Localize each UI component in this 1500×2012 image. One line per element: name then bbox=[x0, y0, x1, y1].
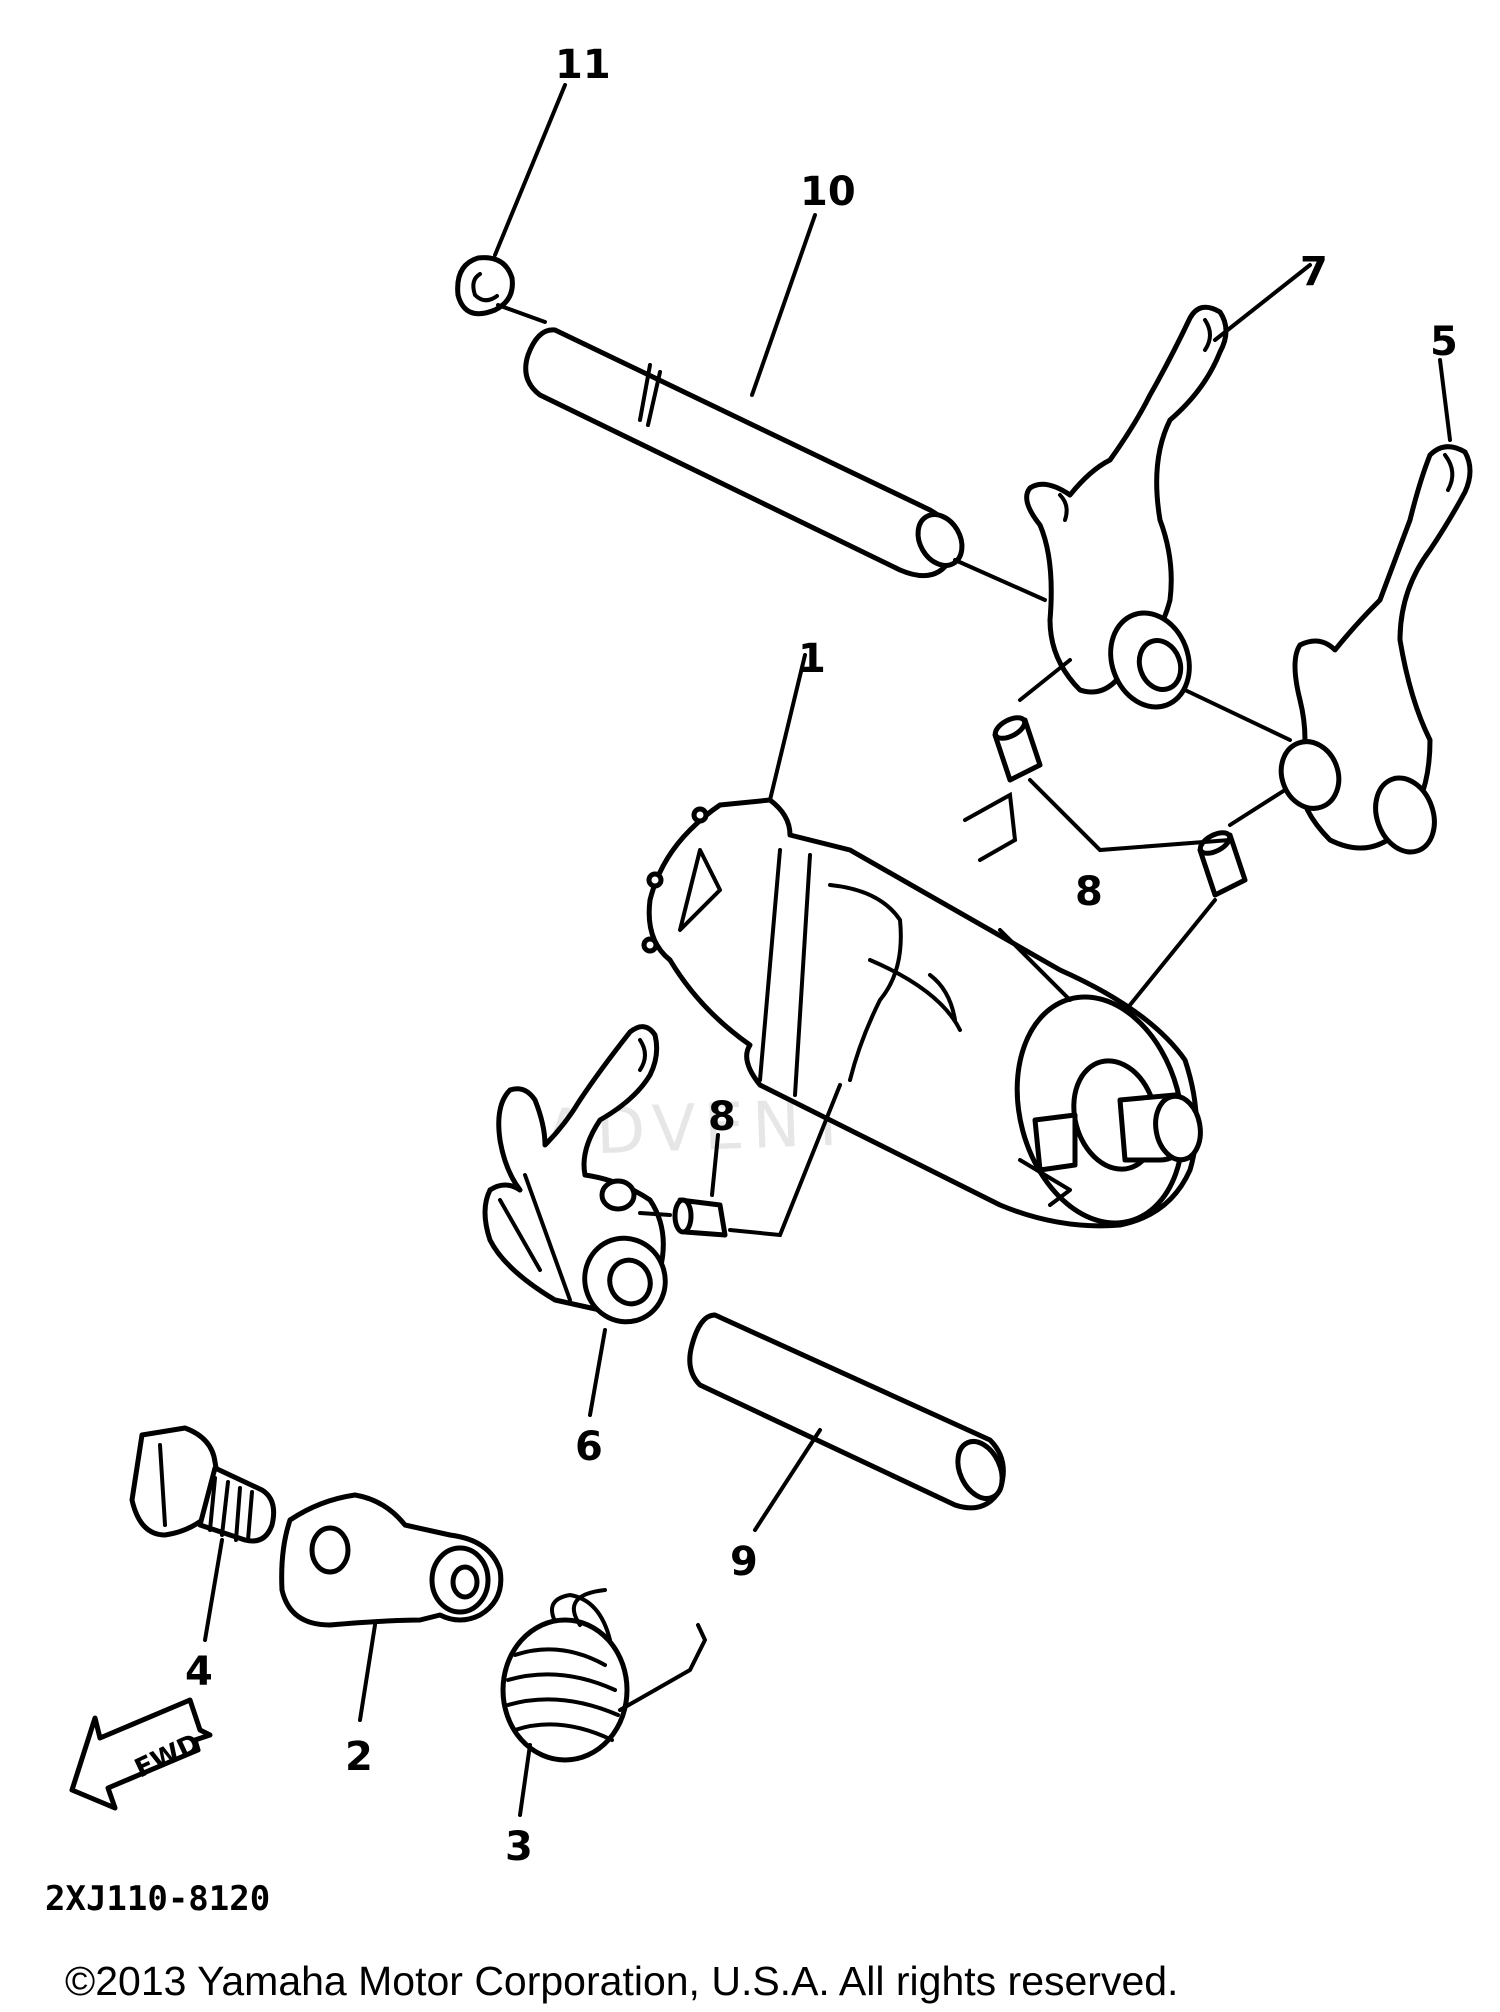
stopper-lever-part-2[interactable] bbox=[279, 1492, 504, 1628]
leader-line-8-single bbox=[710, 1133, 720, 1197]
pin-axis-line-a bbox=[1018, 658, 1072, 702]
leader-line-1 bbox=[768, 653, 807, 802]
copyright-notice: ©2013 Yamaha Motor Corporation, U.S.A. A… bbox=[65, 1958, 1178, 2004]
shift-fork-part-7[interactable] bbox=[1024, 304, 1229, 718]
leader-line-5 bbox=[1438, 358, 1452, 442]
torsion-spring-part-3[interactable] bbox=[500, 1588, 707, 1763]
forward-arrow-icon: FWD bbox=[69, 1697, 213, 1811]
leader-line-11 bbox=[493, 83, 567, 257]
callout-8-single: 8 bbox=[708, 1094, 736, 1140]
leader-line-6 bbox=[588, 1328, 607, 1417]
callout-3: 3 bbox=[505, 1824, 533, 1870]
guide-bar-part-10[interactable] bbox=[523, 327, 971, 579]
callout-10: 10 bbox=[800, 169, 856, 215]
pin-axis-line-b bbox=[1228, 788, 1287, 827]
callout-1: 1 bbox=[798, 636, 826, 682]
bracket-line-8 bbox=[963, 791, 1018, 862]
leader-line-9 bbox=[753, 1428, 822, 1532]
leader-line-7 bbox=[1213, 263, 1312, 342]
leader-line-10 bbox=[750, 213, 817, 397]
leader-line-8-pair bbox=[1028, 778, 1232, 853]
leader-line-4 bbox=[203, 1538, 224, 1642]
callout-11: 11 bbox=[555, 42, 611, 88]
bolt-part-4[interactable] bbox=[129, 1425, 277, 1544]
guide-pin-part-8-a[interactable] bbox=[992, 713, 1043, 783]
pin-to-drum-line bbox=[1128, 898, 1217, 1007]
shift-fork-part-5[interactable] bbox=[1272, 444, 1473, 861]
shift-fork-part-6[interactable] bbox=[482, 1024, 677, 1333]
guide-pin-part-8-c[interactable] bbox=[672, 1197, 728, 1238]
callout-7: 7 bbox=[1300, 249, 1328, 295]
callout-6: 6 bbox=[575, 1424, 603, 1470]
shift-drum-part-1[interactable] bbox=[641, 797, 1207, 1242]
leader-line-5-axis bbox=[1183, 688, 1292, 742]
pin-axis-line-c bbox=[638, 1211, 672, 1217]
guide-bar-part-9[interactable] bbox=[687, 1312, 1011, 1511]
callout-9: 9 bbox=[730, 1539, 758, 1585]
callout-8-pair: 8 bbox=[1075, 869, 1103, 915]
callout-5: 5 bbox=[1430, 319, 1458, 365]
callout-4: 4 bbox=[185, 1649, 213, 1695]
leader-line-3 bbox=[518, 1743, 532, 1817]
pin-to-drum-line-c bbox=[728, 1083, 842, 1238]
leader-line-2 bbox=[358, 1623, 377, 1722]
diagram-code: 2XJ110-8120 bbox=[45, 1879, 270, 1919]
leader-line-10-axis bbox=[953, 558, 1047, 602]
guide-pin-part-8-b[interactable] bbox=[1197, 828, 1248, 898]
callout-2: 2 bbox=[345, 1734, 373, 1780]
leader-line-11-axis bbox=[496, 303, 547, 324]
circlip-part-11[interactable] bbox=[455, 255, 515, 317]
